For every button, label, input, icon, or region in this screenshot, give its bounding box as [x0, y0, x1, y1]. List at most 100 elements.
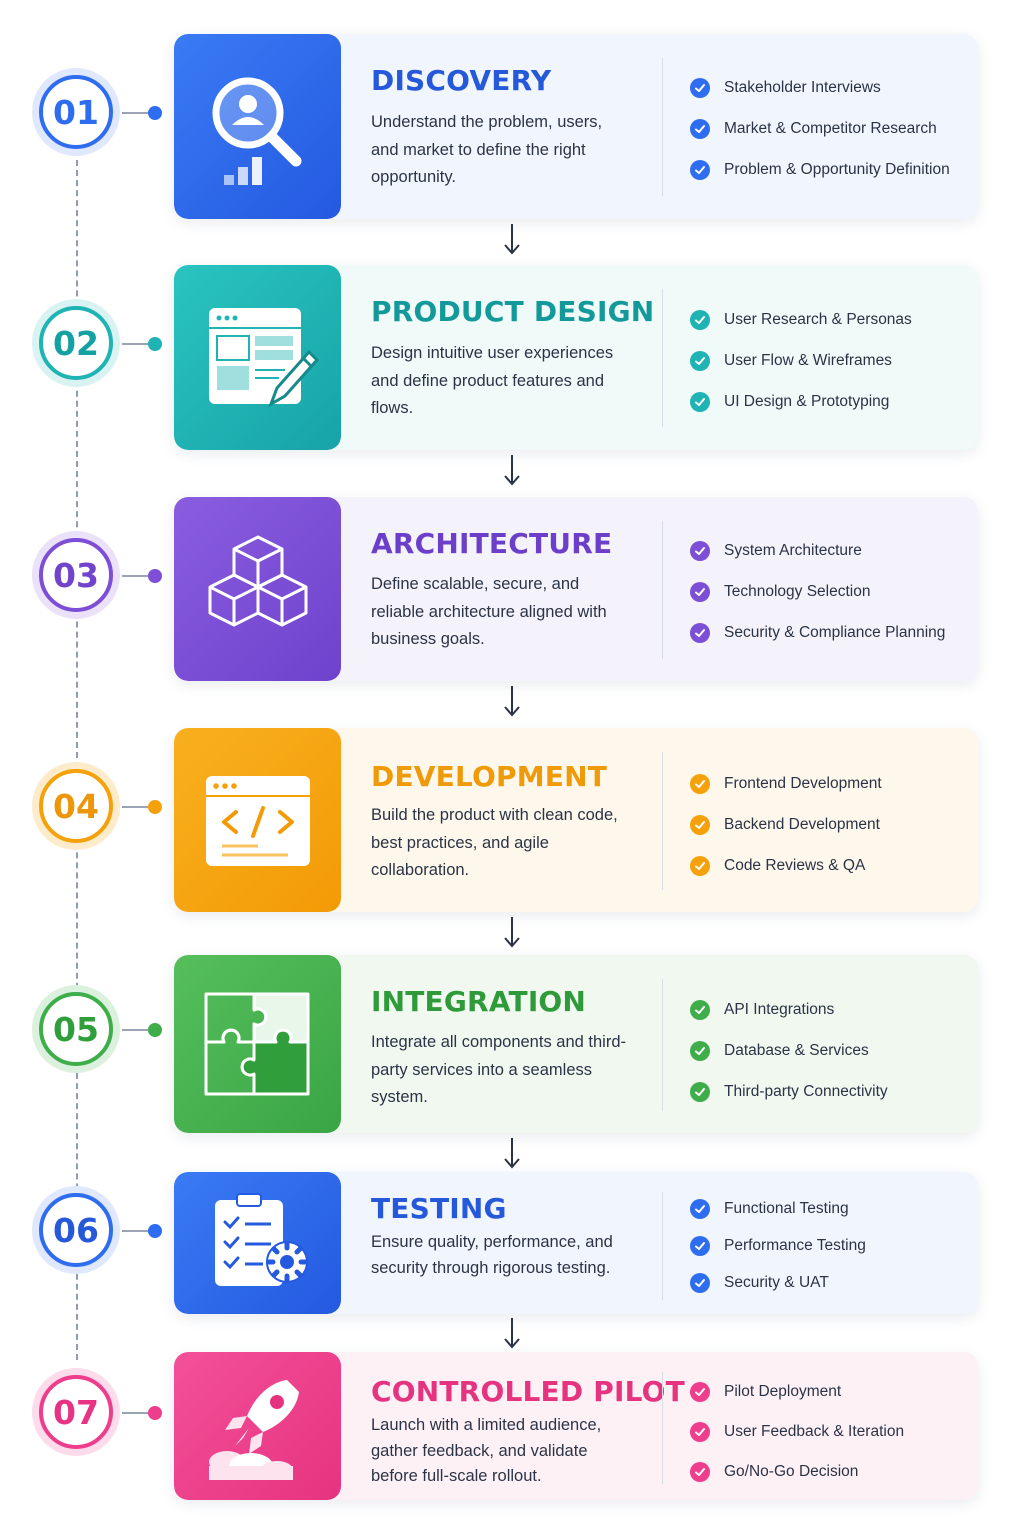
feature-label: UI Design & Prototyping [724, 393, 890, 410]
down-arrow-icon [504, 1138, 520, 1169]
connector-dot [148, 1406, 162, 1420]
step-card: TESTING Ensure quality, performance, and… [174, 1172, 978, 1314]
divider [662, 1372, 663, 1484]
feature-label: Pilot Deployment [724, 1383, 842, 1400]
connector-line [122, 343, 148, 345]
feature-list: System Architecture Technology Selection… [690, 541, 968, 664]
step-card: PRODUCT DESIGN Design intuitive user exp… [174, 265, 978, 450]
step-number-badge: 06 [32, 1186, 120, 1274]
check-icon [690, 623, 710, 643]
step-description: Design intuitive user experiences and de… [371, 344, 614, 417]
step-description: Understand the problem, users, and marke… [371, 113, 603, 186]
feature-item: Third-party Connectivity [690, 1082, 968, 1102]
feature-item: Problem & Opportunity Definition [690, 160, 968, 180]
down-arrow-icon [504, 224, 520, 255]
icon-panel [174, 1172, 341, 1314]
step-number: 06 [39, 1193, 113, 1267]
feature-label: Problem & Opportunity Definition [724, 161, 950, 178]
step-number-badge: 01 [32, 68, 120, 156]
check-icon [690, 160, 710, 180]
feature-label: Backend Development [724, 816, 880, 833]
connector-dot [148, 106, 162, 120]
step-title: INTEGRATION [371, 985, 587, 1018]
feature-item: User Flow & Wireframes [690, 351, 968, 371]
check-icon [690, 351, 710, 371]
step-number: 03 [39, 538, 113, 612]
connector-line [122, 1029, 148, 1031]
feature-item: Market & Competitor Research [690, 119, 968, 139]
icon-panel [174, 34, 341, 219]
step-description: Ensure quality, performance, and securit… [371, 1233, 613, 1277]
connector-dot [148, 1224, 162, 1238]
step-title: CONTROLLED PILOT [371, 1375, 685, 1408]
check-icon [690, 310, 710, 330]
check-icon [690, 774, 710, 794]
icon-panel [174, 728, 341, 912]
check-icon [690, 392, 710, 412]
feature-label: API Integrations [724, 1001, 835, 1018]
divider [662, 521, 663, 659]
feature-label: User Feedback & Iteration [724, 1423, 905, 1440]
step-number: 01 [39, 75, 113, 149]
feature-item: UI Design & Prototyping [690, 392, 968, 412]
feature-label: Security & Compliance Planning [724, 624, 946, 641]
check-icon [690, 1000, 710, 1020]
feature-label: Go/No-Go Decision [724, 1463, 859, 1480]
connector-line [122, 575, 148, 577]
feature-item: System Architecture [690, 541, 968, 561]
feature-item: User Feedback & Iteration [690, 1422, 968, 1442]
step-number: 04 [39, 769, 113, 843]
check-icon [690, 541, 710, 561]
icon-panel [174, 955, 341, 1133]
rocket-icon [208, 1380, 299, 1480]
down-arrow-icon [504, 455, 520, 486]
step-title: DEVELOPMENT [371, 760, 608, 793]
feature-label: Database & Services [724, 1042, 869, 1059]
feature-item: Security & UAT [690, 1273, 968, 1293]
check-icon [690, 1236, 710, 1256]
wireframe-pencil-icon [208, 307, 319, 407]
feature-label: System Architecture [724, 542, 862, 559]
step-card: DEVELOPMENT Build the product with clean… [174, 728, 978, 912]
step-number: 05 [39, 992, 113, 1066]
step-description: Launch with a limited audience, gather f… [371, 1416, 602, 1485]
step-card: DISCOVERY Understand the problem, users,… [174, 34, 978, 219]
down-arrow-icon [504, 686, 520, 717]
icon-panel [174, 265, 341, 450]
feature-label: User Flow & Wireframes [724, 352, 892, 369]
feature-label: Functional Testing [724, 1200, 849, 1217]
puzzle-icon [204, 992, 309, 1096]
magnifier-user-icon [212, 77, 301, 185]
divider [662, 58, 663, 196]
connector-dot [148, 1023, 162, 1037]
feature-item: Performance Testing [690, 1236, 968, 1256]
icon-panel [174, 497, 341, 681]
check-icon [690, 1382, 710, 1402]
cubes-icon [208, 535, 307, 627]
check-icon [690, 119, 710, 139]
connector-line [122, 112, 148, 114]
feature-label: Performance Testing [724, 1237, 866, 1254]
check-icon [690, 1422, 710, 1442]
connector-dot [148, 569, 162, 583]
check-icon [690, 815, 710, 835]
step-card: ARCHITECTURE Define scalable, secure, an… [174, 497, 978, 681]
step-description: Integrate all components and third-party… [371, 1033, 626, 1106]
icon-panel [174, 1352, 341, 1500]
feature-item: API Integrations [690, 1000, 968, 1020]
step-title: TESTING [371, 1192, 507, 1225]
feature-label: Security & UAT [724, 1274, 829, 1291]
feature-label: User Research & Personas [724, 311, 912, 328]
step-description: Define scalable, secure, and reliable ar… [371, 575, 607, 648]
feature-item: Technology Selection [690, 582, 968, 602]
step-card: INTEGRATION Integrate all components and… [174, 955, 978, 1133]
connector-dot [148, 800, 162, 814]
check-icon [690, 582, 710, 602]
feature-list: Functional Testing Performance Testing S… [690, 1199, 968, 1314]
feature-item: Functional Testing [690, 1199, 968, 1219]
step-number-badge: 02 [32, 299, 120, 387]
step-number-badge: 03 [32, 531, 120, 619]
feature-item: Backend Development [690, 815, 968, 835]
check-icon [690, 1462, 710, 1482]
step-number: 02 [39, 306, 113, 380]
